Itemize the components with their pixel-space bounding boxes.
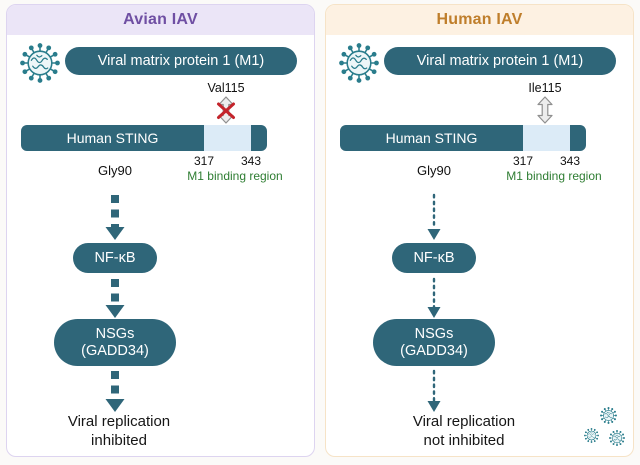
double-arrow-shape: [537, 96, 553, 124]
outcome-text: Viral replication inhibited: [7, 412, 231, 450]
region-end-label: 343: [240, 154, 262, 168]
panel-header: Avian IAV: [7, 5, 314, 35]
nfkb-node: NF-κB: [392, 243, 476, 273]
blocked-cross-icon: [217, 102, 235, 119]
sting-bar-cap: [570, 125, 586, 151]
nsg-label-line1: NSGs: [95, 325, 135, 342]
gly90-label: Gly90: [98, 163, 132, 178]
pathway-arrow-icon: [103, 369, 127, 418]
nfkb-label: NF-κB: [413, 249, 455, 266]
pathway-arrow-dotted-icon: [422, 369, 446, 418]
outcome-line2: inhibited: [91, 432, 147, 449]
virus-icon: [339, 43, 379, 83]
m1-label: Viral matrix protein 1 (M1): [416, 53, 584, 69]
residue-label: Ile115: [528, 81, 562, 95]
nfkb-label: NF-κB: [94, 249, 136, 266]
panel-title: Avian IAV: [123, 11, 198, 28]
binding-arrow-icon: [535, 96, 555, 124]
pathway-arrow-icon: [103, 277, 127, 324]
gly90-label: Gly90: [417, 163, 451, 178]
pathway-arrow-icon: [103, 193, 127, 246]
outcome-line2: not inhibited: [423, 432, 505, 449]
sting-label: Human STING: [21, 125, 204, 151]
panel-human-iav: Human IAV Viral matrix protein 1 (M1) Il…: [325, 4, 634, 457]
m1-binding-region-label: M1 binding region: [506, 169, 602, 183]
nsg-label-line1: NSGs: [414, 325, 454, 342]
region-end-label: 343: [559, 154, 581, 168]
m1-binding-region-segment: [204, 125, 251, 151]
m1-label: Viral matrix protein 1 (M1): [97, 53, 265, 69]
m1-binding-region-label: M1 binding region: [187, 169, 283, 183]
virus-icon: [20, 43, 60, 83]
virus-icon: [609, 430, 625, 446]
nsg-label-line2: (GADD34): [81, 342, 149, 359]
virus-icon: [584, 428, 599, 443]
outcome-text: Viral replication not inhibited: [352, 412, 576, 450]
m1-protein-pill: Viral matrix protein 1 (M1): [384, 47, 616, 75]
blocked-binding-arrow-icon: [216, 96, 236, 124]
outcome-line1: Viral replication: [67, 413, 171, 430]
region-start-label: 317: [512, 154, 534, 168]
sting-bar-cap: [251, 125, 267, 151]
panel-header: Human IAV: [326, 5, 633, 35]
region-start-label: 317: [193, 154, 215, 168]
m1-binding-region-segment: [523, 125, 570, 151]
pathway-arrow-dotted-icon: [422, 277, 446, 324]
panel-title: Human IAV: [436, 11, 523, 28]
outcome-line1: Viral replication: [412, 413, 516, 430]
m1-protein-pill: Viral matrix protein 1 (M1): [65, 47, 297, 75]
nsg-label-line2: (GADD34): [400, 342, 468, 359]
sting-bar: Human STING: [340, 125, 586, 151]
nsg-node: NSGs (GADD34): [54, 319, 176, 366]
pathway-arrow-dotted-icon: [422, 193, 446, 246]
residue-label: Val115: [207, 81, 245, 95]
nsg-node: NSGs (GADD34): [373, 319, 495, 366]
panel-avian-iav: Avian IAV Viral matrix protein 1 (M1) Va…: [6, 4, 315, 457]
virus-icon: [600, 407, 617, 424]
nfkb-node: NF-κB: [73, 243, 157, 273]
sting-bar: Human STING: [21, 125, 267, 151]
sting-label: Human STING: [340, 125, 523, 151]
